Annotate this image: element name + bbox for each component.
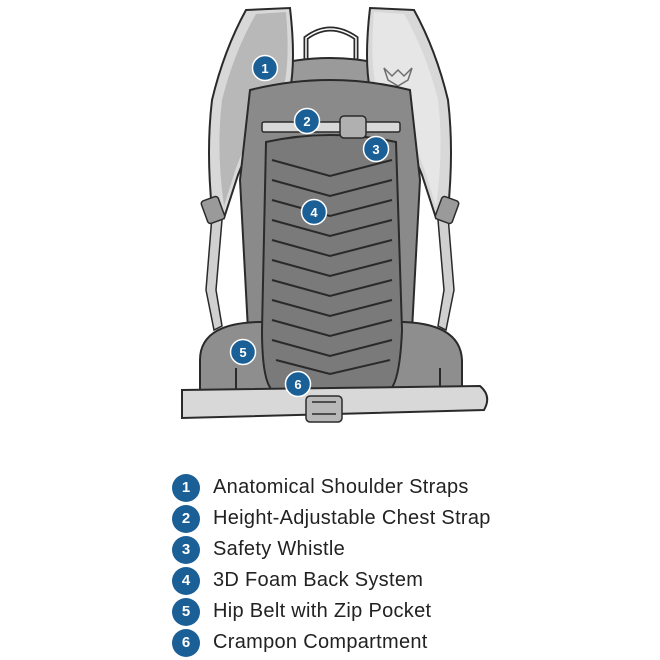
legend-number-badge: 3 — [172, 535, 200, 564]
legend-item-chest-strap: 2 Height-Adjustable Chest Strap — [172, 503, 632, 534]
right-side-webbing — [437, 214, 455, 332]
svg-text:3: 3 — [372, 142, 379, 157]
right-strap-buckle — [434, 195, 460, 225]
svg-text:4: 4 — [310, 205, 318, 220]
left-strap-buckle — [200, 195, 226, 225]
legend-item-foam-back-system: 4 3D Foam Back System — [172, 565, 632, 596]
svg-text:5: 5 — [239, 345, 246, 360]
legend-number-badge: 4 — [172, 566, 200, 595]
legend-label: Safety Whistle — [213, 538, 346, 560]
svg-text:2: 2 — [303, 114, 310, 129]
legend-label: 3D Foam Back System — [213, 569, 424, 591]
svg-text:6: 6 — [294, 377, 301, 392]
feature-legend: 1 Anatomical Shoulder Straps 2 Height-Ad… — [172, 472, 632, 658]
legend-number-badge: 6 — [172, 628, 200, 657]
marker-6: 6 — [284, 370, 312, 398]
legend-label: Anatomical Shoulder Straps — [213, 476, 469, 498]
waist-belt-buckle — [305, 395, 343, 423]
backpack-diagram: 1 2 3 4 5 6 — [181, 6, 489, 423]
marker-1: 1 — [251, 54, 279, 82]
marker-4: 4 — [300, 198, 328, 226]
legend-item-crampon-compartment: 6 Crampon Compartment — [172, 627, 632, 658]
legend-label: Crampon Compartment — [213, 631, 428, 653]
chest-strap — [261, 121, 401, 133]
chest-strap-buckle — [339, 115, 367, 139]
legend-item-hip-belt: 5 Hip Belt with Zip Pocket — [172, 596, 632, 627]
legend-number-badge: 1 — [172, 473, 200, 502]
legend-label: Hip Belt with Zip Pocket — [213, 600, 432, 622]
marker-3: 3 — [362, 135, 390, 163]
foam-ribs — [271, 159, 393, 376]
marker-2: 2 — [293, 107, 321, 135]
legend-label: Height-Adjustable Chest Strap — [213, 507, 491, 529]
brand-logo — [383, 67, 413, 87]
left-side-webbing — [205, 214, 223, 332]
legend-number-badge: 5 — [172, 597, 200, 626]
legend-number-badge: 2 — [172, 504, 200, 533]
legend-item-shoulder-straps: 1 Anatomical Shoulder Straps — [172, 472, 632, 503]
marker-5: 5 — [229, 338, 257, 366]
svg-text:1: 1 — [261, 61, 268, 76]
legend-item-safety-whistle: 3 Safety Whistle — [172, 534, 632, 565]
